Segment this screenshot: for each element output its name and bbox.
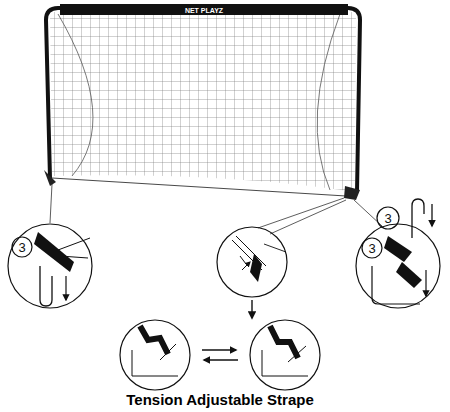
middle-detail-circle <box>217 227 287 318</box>
caption-text: Tension Adjustable Strape <box>126 392 314 407</box>
strap-detail-circles <box>120 320 320 390</box>
callout-number: 3 <box>368 242 375 255</box>
leader-lines <box>50 184 382 234</box>
brand-name: NET PLAYZ <box>185 7 223 14</box>
left-detail-circle <box>8 224 92 308</box>
callout-number: 3 <box>18 241 25 254</box>
callout-number: 3 <box>384 212 391 225</box>
right-detail-circle <box>356 224 440 308</box>
goal-frame <box>44 4 360 200</box>
goal-net <box>50 12 356 196</box>
